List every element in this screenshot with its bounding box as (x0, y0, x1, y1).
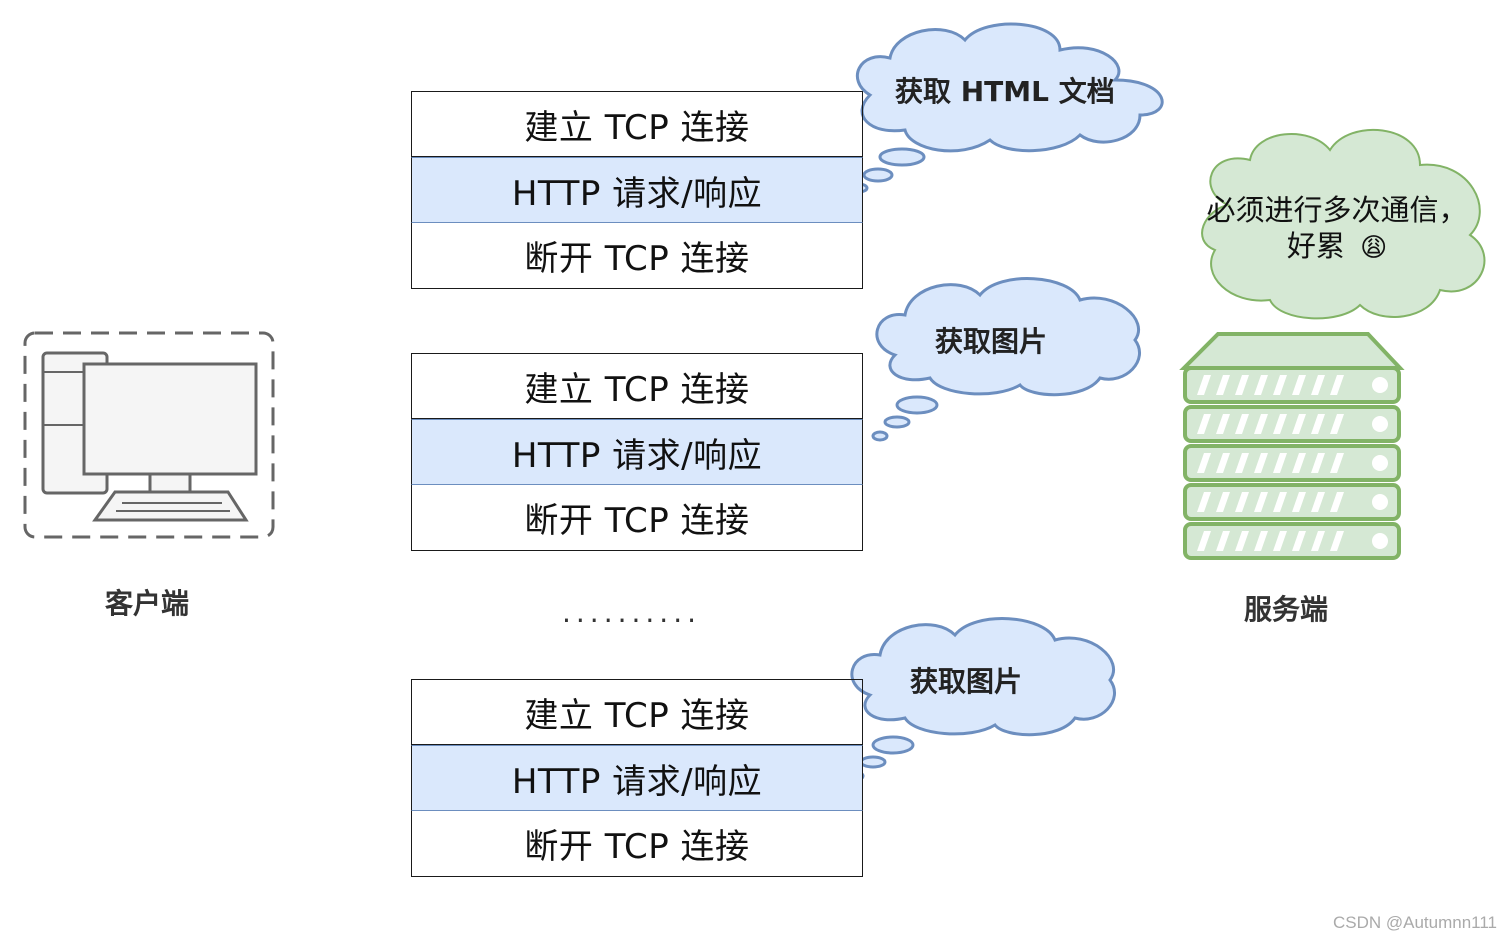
vent-stripe (1311, 414, 1325, 434)
step-group-3: 建立 TCP 连接 HTTP 请求/响应 断开 TCP 连接 (411, 679, 863, 877)
vent-stripe (1235, 414, 1249, 434)
client-label: 客户端 (105, 587, 190, 620)
thought-bubble (871, 735, 915, 755)
vent-stripe (1311, 531, 1325, 551)
vent-stripe (1273, 531, 1287, 551)
server-label: 服务端 (1244, 593, 1329, 626)
thought-bubble (871, 430, 889, 442)
step-request-response: HTTP 请求/响应 (411, 745, 863, 811)
vent-stripe (1311, 375, 1325, 395)
vent-stripe (1330, 453, 1344, 473)
vent-stripe (1235, 375, 1249, 395)
vent-stripe (1330, 531, 1344, 551)
step-request-response: HTTP 请求/响应 (411, 419, 863, 485)
server-unit (1183, 483, 1401, 521)
vent-stripe (1292, 531, 1306, 551)
ellipsis: .......... (562, 596, 702, 629)
vent-stripe (1330, 492, 1344, 512)
step-connect: 建立 TCP 连接 (411, 91, 863, 157)
vent-stripe (1197, 375, 1211, 395)
vent-stripe (1197, 531, 1211, 551)
cloud-label-1: 获取 HTML 文档 (895, 75, 1115, 108)
vent-stripe (1254, 414, 1268, 434)
status-led-icon (1372, 494, 1388, 510)
vent-stripe (1273, 375, 1287, 395)
server-thought-text: 必须进行多次通信， 好累 😩 (1187, 192, 1487, 266)
server-thought-line2-text: 好累 (1286, 229, 1345, 263)
vent-stripe (1197, 453, 1211, 473)
vent-stripe (1197, 492, 1211, 512)
vent-stripe (1292, 492, 1306, 512)
server-thought-cloud (1201, 129, 1486, 320)
cloud-label-3: 获取图片 (910, 665, 1023, 698)
server-unit (1183, 405, 1401, 443)
vent-stripe (1292, 453, 1306, 473)
vent-stripe (1235, 531, 1249, 551)
thought-cloud (856, 22, 1164, 153)
status-led-icon (1372, 416, 1388, 432)
vent-stripe (1273, 492, 1287, 512)
step-disconnect: 断开 TCP 连接 (411, 223, 863, 289)
thought-cloud (875, 277, 1142, 397)
vent-stripe (1235, 453, 1249, 473)
step-disconnect: 断开 TCP 连接 (411, 811, 863, 877)
vent-stripe (1216, 453, 1230, 473)
status-led-icon (1372, 533, 1388, 549)
cloud-group-2 (871, 277, 1142, 442)
vent-stripe (1273, 453, 1287, 473)
server-unit (1183, 444, 1401, 482)
server-thought-line1: 必须进行多次通信， (1206, 193, 1468, 227)
step-group-1: 建立 TCP 连接 HTTP 请求/响应 断开 TCP 连接 (411, 91, 863, 289)
vent-stripe (1254, 531, 1268, 551)
server-thought-line2: 好累 😩 (1187, 228, 1487, 266)
server-rack-icon (1179, 332, 1405, 560)
vent-stripe (1197, 414, 1211, 434)
thought-bubble (862, 167, 894, 183)
vent-stripe (1254, 375, 1268, 395)
thought-cloud (850, 617, 1117, 737)
vent-stripe (1292, 375, 1306, 395)
vent-stripe (1311, 492, 1325, 512)
client-computer-icon (23, 331, 275, 539)
vent-stripe (1216, 414, 1230, 434)
status-led-icon (1372, 455, 1388, 471)
tired-face-icon: 😩 (1360, 233, 1388, 263)
status-led-icon (1372, 377, 1388, 393)
vent-stripe (1254, 492, 1268, 512)
step-connect: 建立 TCP 连接 (411, 353, 863, 419)
watermark: CSDN @Autumnn111 (1332, 913, 1497, 932)
step-disconnect: 断开 TCP 连接 (411, 485, 863, 551)
step-group-2: 建立 TCP 连接 HTTP 请求/响应 断开 TCP 连接 (411, 353, 863, 551)
vent-stripe (1216, 375, 1230, 395)
vent-stripe (1254, 453, 1268, 473)
vent-stripe (1330, 414, 1344, 434)
thought-bubble (859, 755, 887, 769)
step-connect: 建立 TCP 连接 (411, 679, 863, 745)
thought-bubble (883, 415, 911, 429)
vent-stripe (1273, 414, 1287, 434)
vent-stripe (1330, 375, 1344, 395)
vent-stripe (1216, 492, 1230, 512)
vent-stripe (1311, 453, 1325, 473)
server-unit (1183, 522, 1401, 560)
thought-bubble (895, 395, 939, 415)
thought-bubble (878, 147, 926, 167)
server-unit (1183, 366, 1401, 404)
cloud-label-2: 获取图片 (935, 325, 1048, 358)
step-request-response: HTTP 请求/响应 (411, 157, 863, 223)
vent-stripe (1292, 414, 1306, 434)
vent-stripe (1216, 531, 1230, 551)
vent-stripe (1235, 492, 1249, 512)
